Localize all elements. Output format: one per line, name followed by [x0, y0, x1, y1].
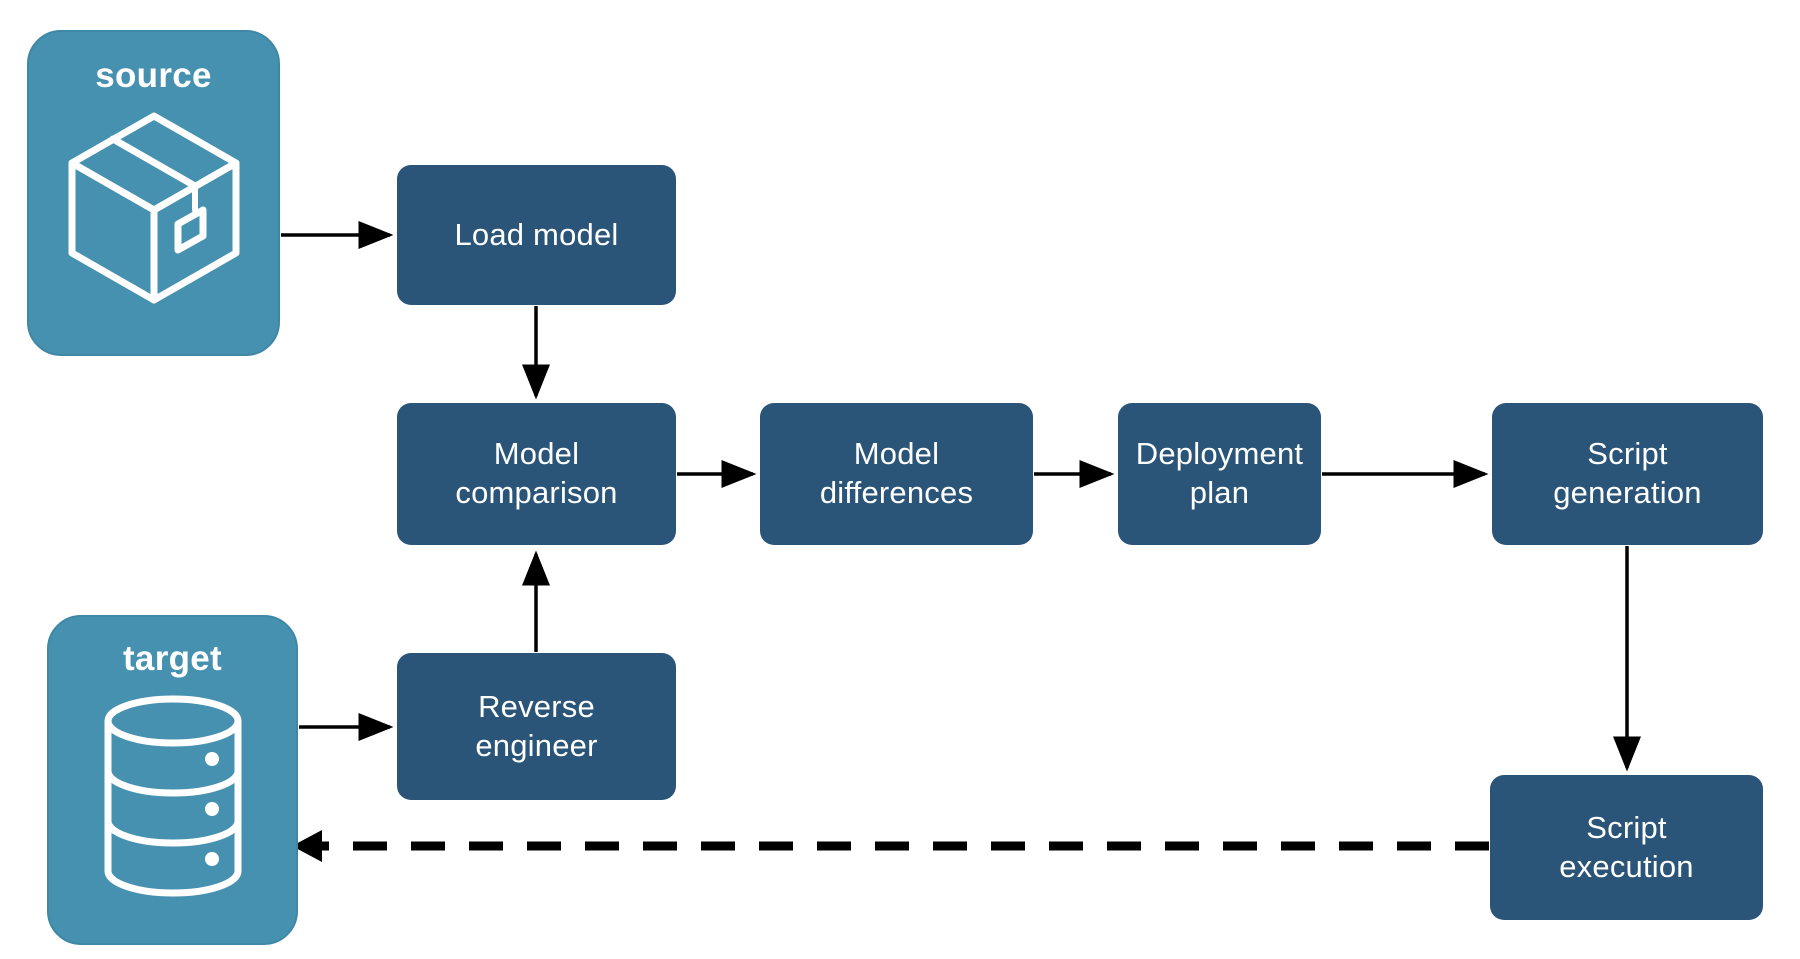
process-script-generation-label: Script generation — [1553, 436, 1702, 510]
process-script-generation[interactable]: Script generation — [1492, 403, 1763, 545]
process-load-model-label: Load model — [454, 216, 619, 252]
endpoint-source-label: source — [95, 56, 212, 95]
process-model-differences[interactable]: Model differences — [760, 403, 1033, 545]
process-deployment-plan-label: Deployment plan — [1135, 436, 1304, 510]
endpoint-source[interactable]: source — [27, 30, 280, 356]
process-model-comparison[interactable]: Model comparison — [397, 403, 676, 545]
process-reverse-engineer-label: Reverse engineer — [475, 688, 598, 763]
process-reverse-engineer[interactable]: Reverse engineer — [397, 653, 676, 800]
process-load-model[interactable]: Load model — [397, 165, 676, 305]
process-script-execution[interactable]: Script execution — [1490, 775, 1763, 920]
endpoint-target[interactable]: target — [47, 615, 298, 945]
database-cylinder-icon — [104, 695, 241, 897]
process-model-differences-label: Model differences — [819, 436, 974, 510]
package-box-icon — [68, 112, 239, 304]
process-script-execution-label: Script execution — [1559, 809, 1694, 884]
endpoint-target-label: target — [122, 639, 223, 678]
process-deployment-plan[interactable]: Deployment plan — [1118, 403, 1321, 545]
process-model-comparison-label: Model comparison — [455, 436, 618, 510]
